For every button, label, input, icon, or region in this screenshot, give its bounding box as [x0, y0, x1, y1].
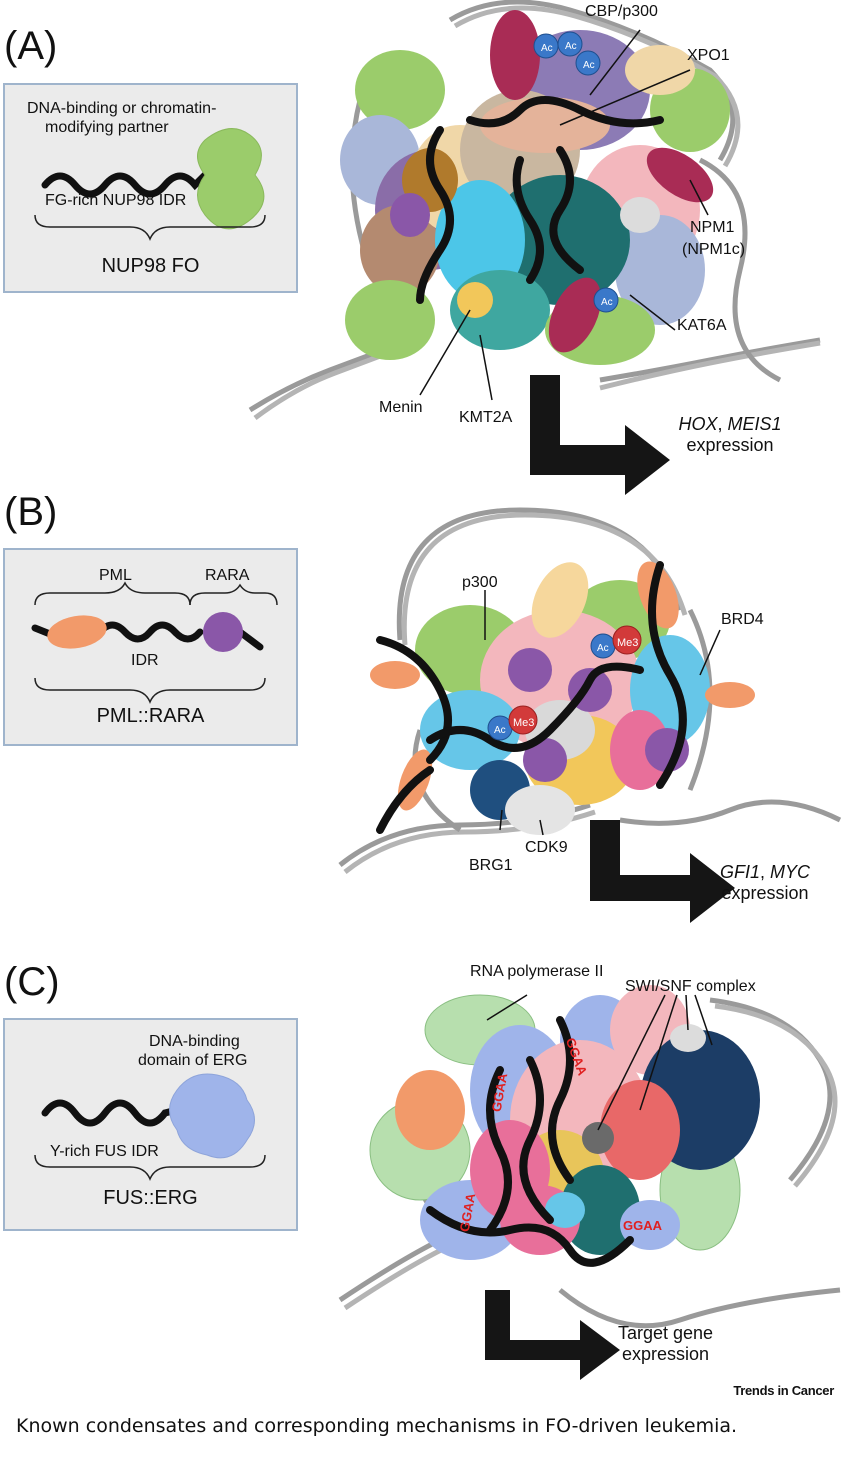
ac-mark-4: Ac	[601, 297, 613, 308]
kat6a-label: KAT6A	[677, 317, 727, 334]
pml-rara-idr-label: IDR	[131, 652, 159, 669]
partner-label-line2: modifying partner	[45, 119, 169, 136]
ac-mark-1: Ac	[541, 43, 553, 54]
pml-rara-fo-name: PML::RARA	[96, 705, 205, 727]
meis1-gene: MEIS1	[727, 414, 782, 434]
nup98-idr-label: FG-rich NUP98 IDR	[45, 192, 187, 209]
panel-a-letter: (A)	[4, 24, 58, 68]
menin-label: Menin	[379, 399, 423, 416]
expression-word-c: expression	[621, 1344, 710, 1364]
panel-a-ac-marks	[533, 31, 619, 313]
fus-idr-label: Y-rich FUS IDR	[50, 1143, 159, 1160]
pml-label: PML	[99, 567, 132, 584]
swi-snf-label: SWI/SNF complex	[625, 978, 756, 995]
fus-erg-fo-name: FUS::ERG	[103, 1187, 198, 1209]
fus-erg-box: DNA-binding domain of ERG Y-rich FUS IDR…	[3, 1018, 298, 1231]
expression-word-b: expression	[721, 883, 809, 903]
nup98-fo-name: NUP98 FO	[101, 255, 200, 277]
panel-a-expression-arrow	[530, 375, 670, 495]
panel-a-expression-text: HOX, MEIS1 expression	[660, 414, 800, 456]
ggaa-motif-4: GGAA	[623, 1218, 662, 1233]
npm1c-label: (NPM1c)	[682, 241, 746, 258]
ac-mark-2: Ac	[565, 41, 577, 52]
npm1-label: NPM1	[690, 219, 735, 236]
panel-b-condensate	[338, 507, 842, 923]
xpo1-label: XPO1	[687, 47, 730, 64]
p300-label: p300	[462, 574, 498, 591]
panel-a-condensate	[248, 0, 821, 495]
ac-mark-b1: Ac	[597, 643, 609, 654]
panel-c-condensate	[338, 985, 841, 1380]
myc-gene: MYC	[770, 862, 811, 882]
figure-caption: Known condensates and corresponding mech…	[16, 1415, 738, 1437]
pml-rara-box: PML RARA IDR PML::RARA	[3, 548, 298, 746]
gfi1-gene: GFI1	[719, 862, 760, 882]
dbd-label-line1: DNA-binding	[149, 1033, 240, 1050]
fus-erg-schematic	[34, 1073, 266, 1181]
dbd-label-line2: domain of ERG	[138, 1052, 248, 1069]
nup98-fo-box: DNA-binding or chromatin- modifying part…	[3, 83, 298, 293]
ac-mark-b2: Ac	[494, 725, 506, 736]
panel-c-expression-text: Target gene expression	[608, 1323, 723, 1365]
panel-b-expression-text: GFI1, MYC expression	[700, 862, 830, 904]
rara-label: RARA	[205, 567, 250, 584]
nup98-fo-schematic	[34, 128, 266, 241]
expression-word: expression	[686, 435, 774, 455]
ac-mark-3: Ac	[583, 60, 595, 71]
cbp-p300-label: CBP/p300	[585, 3, 658, 20]
panel-b-expression-arrow	[590, 820, 735, 923]
pml-rara-schematic	[31, 581, 278, 704]
panel-c-expression-arrow	[485, 1290, 620, 1380]
cdk9-label: CDK9	[525, 839, 568, 856]
partner-label-line1: DNA-binding or chromatin-	[27, 100, 217, 117]
panel-c-letter: (C)	[4, 960, 60, 1004]
kmt2a-label: KMT2A	[459, 409, 513, 426]
hox-gene: HOX	[678, 414, 718, 434]
brd4-label: BRD4	[721, 611, 764, 628]
rna-polymerase-label: RNA polymerase II	[470, 963, 604, 980]
target-gene-text: Target gene	[617, 1323, 714, 1343]
me3-mark-b2: Me3	[513, 717, 535, 729]
gene-separator-b: ,	[760, 862, 771, 882]
brg1-label: BRG1	[469, 857, 513, 874]
gene-separator: ,	[717, 414, 728, 434]
panel-b-letter: (B)	[4, 490, 58, 534]
me3-mark-b1: Me3	[617, 637, 639, 649]
trends-in-cancer-logo: Trends in Cancer	[733, 1383, 834, 1398]
